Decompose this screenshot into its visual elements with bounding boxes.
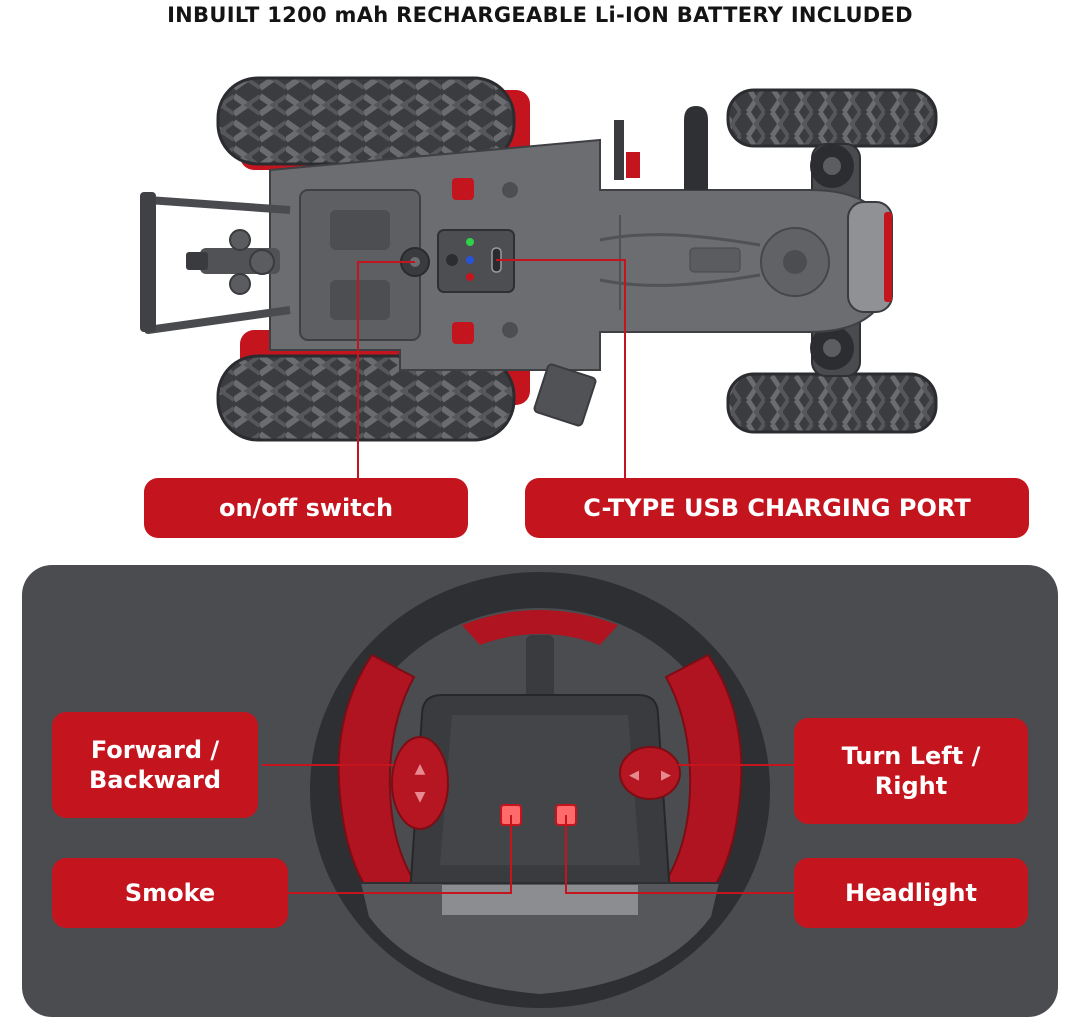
svg-text:▼: ▼: [415, 789, 426, 805]
tractor-underside-illustration: [140, 76, 938, 480]
switch-led-red: [466, 273, 474, 281]
forward-backward-label: Forward / Backward: [52, 712, 258, 818]
svg-text:▲: ▲: [415, 761, 426, 777]
remote-panel: ▲ ▼ ◀ ▶ Forward / Backward Turn Left / R…: [22, 565, 1058, 1017]
front-tire-top: [726, 88, 938, 148]
forward-backward-button: [391, 736, 449, 830]
switch-leader-line: [357, 261, 415, 480]
headline: INBUILT 1200 mAh RECHARGEABLE Li-ION BAT…: [167, 3, 913, 27]
front-tire-bottom: [726, 372, 938, 434]
smoke-leader-line: [284, 815, 512, 894]
switch-led-green: [466, 238, 474, 246]
svg-text:◀: ◀: [629, 768, 639, 783]
switch-label: on/off switch: [144, 478, 468, 538]
svg-text:▶: ▶: [661, 768, 671, 783]
switch-led-blue: [466, 256, 474, 264]
usb-port-label: C-TYPE USB CHARGING PORT: [525, 478, 1029, 538]
remote-wheel-illustration: ▲ ▼ ◀ ▶: [262, 572, 812, 1008]
headlight-label: Headlight: [794, 858, 1028, 928]
turn-left-right-label: Turn Left / Right: [794, 718, 1028, 824]
turn-left-right-button: [619, 746, 681, 800]
port-leader-line: [496, 259, 626, 480]
exhaust-stack: [684, 106, 708, 190]
headlight-leader-line: [565, 815, 794, 894]
rear-tire-bottom: [216, 354, 516, 442]
smoke-label: Smoke: [52, 858, 288, 928]
